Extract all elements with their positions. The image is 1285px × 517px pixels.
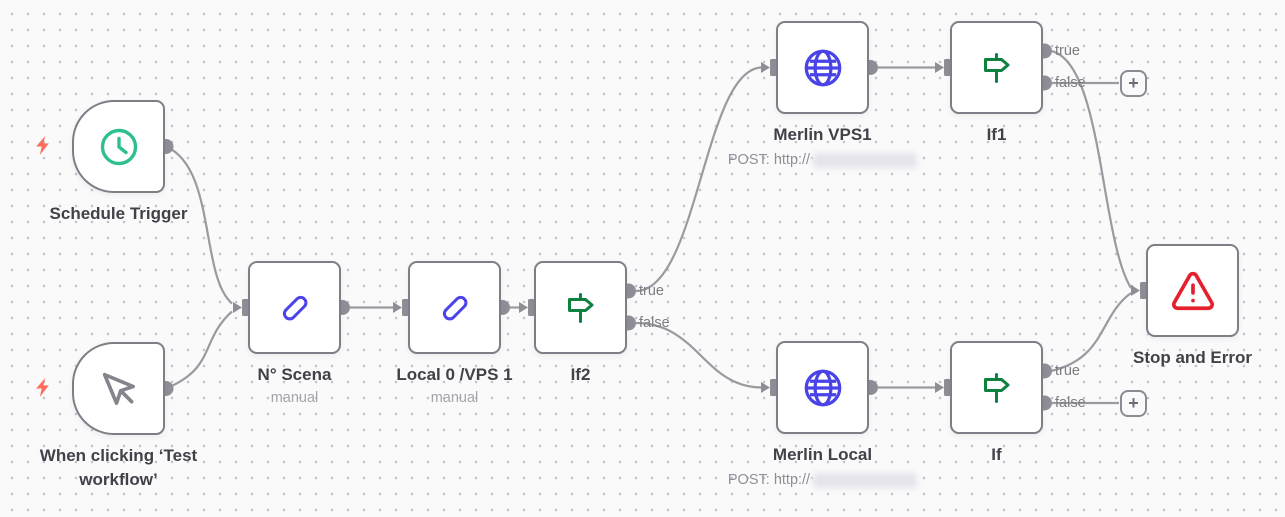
edge-if2-false-to-merlin-local[interactable] [635,321,763,389]
add-node-button[interactable]: + [1120,389,1147,417]
globe-icon [804,369,841,406]
arrowhead [1131,285,1140,296]
signpost-icon [983,52,1009,83]
edge-if-true-to-stop[interactable] [1050,292,1132,373]
node-if2[interactable] [534,261,627,354]
trigger-bolt-icon [36,136,49,155]
branch-label-if2-true: true [639,283,664,299]
branch-label-if2-false: false [639,315,670,331]
arrowhead [761,382,770,393]
node-label-if: If [991,445,1002,464]
mouse-pointer-icon [102,372,135,405]
node-n-scena[interactable] [248,261,341,354]
edge-manual-to-scena[interactable] [165,310,233,390]
redacted-url-blur [813,152,918,168]
node-merlin-vps1[interactable] [776,21,869,114]
trigger-bolt-icon [36,378,49,397]
alert-triangle-icon [1171,271,1214,310]
post-url-text: POST: http:// [727,472,811,489]
node-manual-trigger[interactable] [72,342,165,435]
branch-label-if-false: false [1055,395,1086,411]
arrowhead [935,62,944,73]
node-merlin-local[interactable] [776,341,869,434]
node-local-vps[interactable] [408,261,501,354]
add-node-button[interactable]: + [1120,69,1147,97]
arrowhead [233,302,242,313]
arrowhead [393,302,402,313]
node-label-stop-and-error: Stop and Error [1132,348,1252,367]
edge-if1-true-to-stop[interactable] [1050,49,1132,289]
node-label-manual-trigger: When clicking ‘Test workflow’ [39,446,198,490]
node-if[interactable] [950,341,1043,434]
node-label-schedule-trigger: Schedule Trigger [49,204,188,223]
branch-label-if1-false: false [1055,75,1086,91]
node-label-merlin-local: Merlin Local [772,445,873,464]
post-url-text: POST: http:// [727,152,811,169]
edge-schedule-to-scena[interactable] [165,145,233,305]
branch-label-if1-true: true [1055,43,1080,59]
globe-icon [804,49,841,86]
node-stop-and-error[interactable] [1146,244,1239,337]
signpost-icon [983,372,1009,403]
edge-if2-true-to-merlin-vps1[interactable] [635,66,763,293]
node-label-if2: If2 [570,365,591,384]
arrowhead [761,62,770,73]
node-schedule-trigger[interactable] [72,100,165,193]
node-label-if1: If1 [986,125,1007,144]
arrowhead [519,302,528,313]
branch-label-if-true: true [1055,363,1080,379]
clock-icon [100,128,137,165]
redacted-url-blur [813,472,918,488]
node-if1[interactable] [950,21,1043,114]
arrowhead [935,382,944,393]
signpost-icon [567,292,593,323]
node-label-local-vps: Local 0 /VPS 1 [396,365,513,384]
node-sublabel-merlin-local: POST: http:// [727,472,918,489]
plus-icon: + [1128,73,1139,93]
node-sublabel-n-scena: manual [270,390,319,407]
pen-icon [442,295,467,320]
node-label-merlin-vps1: Merlin VPS1 [773,125,872,144]
node-label-n-scena: N° Scena [257,365,332,384]
pen-icon [282,295,307,320]
node-sublabel-local-vps: manual [430,390,479,407]
plus-icon: + [1128,393,1139,413]
node-sublabel-merlin-vps1: POST: http:// [727,152,918,169]
